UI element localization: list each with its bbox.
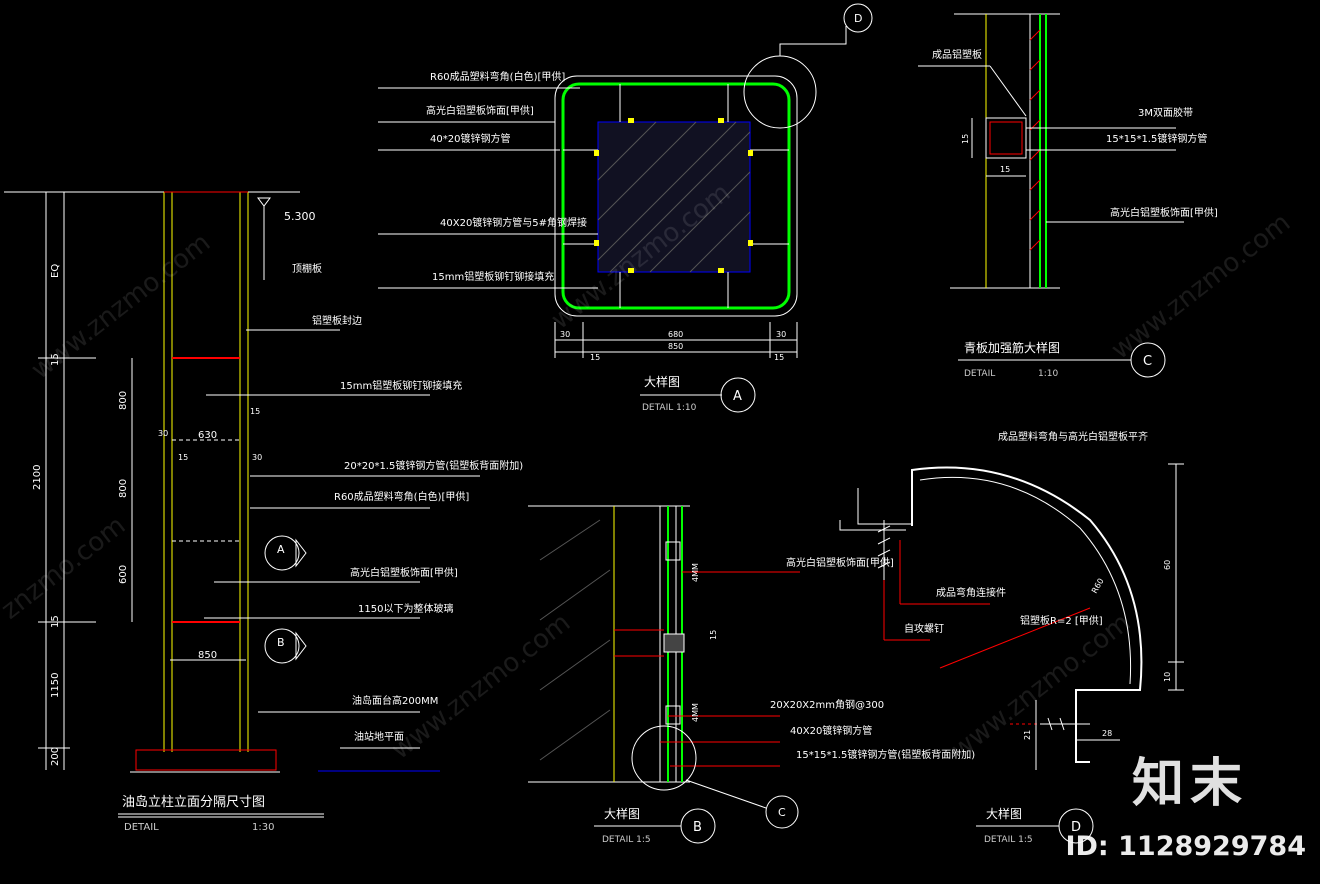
callout-island-height: 油岛面台高200MM bbox=[352, 694, 438, 707]
elevation-dim-15b: 15 bbox=[50, 615, 61, 628]
detail-b-callout-1: 高光白铝塑板饰面[甲供] bbox=[786, 556, 894, 569]
elevation-dim-15d: 15 bbox=[250, 407, 260, 416]
detail-a-section-mark: D bbox=[854, 12, 862, 25]
elevation-dim-30a: 30 bbox=[158, 429, 168, 438]
detail-b-callout-2: 20X20X2mm角钢@300 bbox=[770, 698, 884, 711]
callout-glass: 1150以下为整体玻璃 bbox=[358, 602, 453, 615]
elevation-dim-200: 200 bbox=[50, 747, 61, 766]
detail-c-bubble-label: C bbox=[1143, 354, 1152, 369]
detail-d-callout-3: 自攻螺钉 bbox=[904, 622, 944, 635]
detail-c-callout-4: 高光白铝塑板饰面[甲供] bbox=[1110, 206, 1218, 219]
detail-b-dim-4mm-b: 4MM bbox=[691, 703, 700, 722]
detail-d-dim-21: 21 bbox=[1023, 730, 1032, 740]
detail-d-dim-60: 60 bbox=[1163, 560, 1172, 570]
detail-b-callout-4: 15*15*1.5镀锌钢方管(铝塑板背面附加) bbox=[796, 748, 975, 761]
detail-b-dim-4mm-a: 4MM bbox=[691, 563, 700, 582]
detail-a-bubble-label: A bbox=[733, 389, 742, 404]
bubble-b-label: B bbox=[277, 636, 285, 649]
watermark-site-3: www.znzmo.com bbox=[1106, 208, 1296, 366]
detail-a-callout-3: 40*20镀锌钢方管 bbox=[430, 132, 510, 145]
detail-a-dim-15b: 15 bbox=[774, 353, 784, 362]
detail-d-title: 大样图 bbox=[986, 806, 1022, 821]
detail-c-scale-label: DETAIL bbox=[964, 369, 995, 379]
detail-a-title: 大样图 bbox=[644, 374, 680, 389]
detail-b-callout-3: 40X20镀锌钢方管 bbox=[790, 724, 872, 737]
elevation-scale: 1:30 bbox=[252, 822, 274, 833]
elevation-dim-2100: 2100 bbox=[32, 465, 43, 490]
detail-d-callout-2: 成品弯角连接件 bbox=[936, 586, 1006, 599]
detail-c-labels: 成品铝塑板 3M双面胶带 15*15*1.5镀锌钢方管 高光白铝塑板饰面[甲供]… bbox=[932, 48, 1218, 379]
detail-c-drawing bbox=[918, 13, 1184, 378]
detail-b-dim-15: 15 bbox=[709, 630, 718, 640]
detail-c-callout-3: 15*15*1.5镀锌钢方管 bbox=[1106, 132, 1207, 145]
elevation-dim-1150: 1150 bbox=[50, 673, 61, 698]
detail-c-scale: 1:10 bbox=[1038, 369, 1058, 379]
callout-infill: 15mm铝塑板铆钉铆接填充 bbox=[340, 379, 462, 392]
elevation-title-block: 油岛立柱立面分隔尺寸图 DETAIL 1:30 bbox=[118, 794, 324, 833]
watermark-id: ID: 1128929784 bbox=[1065, 831, 1306, 862]
callout-ceiling: 顶棚板 bbox=[292, 262, 322, 275]
detail-d-callout-1: 成品塑料弯角与高光白铝塑板平齐 bbox=[998, 430, 1148, 443]
watermark-site-6: www.znzmo.com bbox=[946, 608, 1136, 766]
watermark-site-4: znzmo.com bbox=[0, 511, 131, 626]
detail-b-labels: 高光白铝塑板饰面[甲供] 20X20X2mm角钢@300 40X20镀锌钢方管 … bbox=[602, 556, 975, 845]
detail-d-dim-28: 28 bbox=[1102, 729, 1112, 738]
elevation-dim-630: 630 bbox=[198, 430, 217, 441]
bubble-a-label: A bbox=[277, 543, 285, 556]
elevation-dim-15a: 15 bbox=[50, 353, 61, 366]
detail-a-dim-30b: 30 bbox=[776, 330, 786, 339]
detail-b-bubble-label: B bbox=[693, 820, 702, 835]
detail-c-title: 青板加强筋大样图 bbox=[964, 340, 1060, 355]
elevation-dim-800a: 800 bbox=[118, 391, 129, 410]
detail-a-dim-850: 850 bbox=[668, 342, 683, 351]
detail-c-callout-2: 3M双面胶带 bbox=[1138, 106, 1193, 119]
site-watermarks: www.znzmo.com www.znzmo.com www.znzmo.co… bbox=[0, 178, 1296, 766]
detail-d-dim-r60: R60 bbox=[1090, 577, 1106, 595]
detail-d-callout-4: 铝塑板R=2 [甲供] bbox=[1020, 614, 1103, 627]
detail-b-drawing bbox=[528, 505, 800, 844]
detail-a-dim-30a: 30 bbox=[560, 330, 570, 339]
callout-finish: 高光白铝塑板饰面[甲供] bbox=[350, 566, 458, 579]
detail-d-scale: DETAIL 1:5 bbox=[984, 835, 1033, 845]
detail-b-title: 大样图 bbox=[604, 806, 640, 821]
detail-d-drawing bbox=[839, 463, 1184, 844]
callout-edge: 铝塑板封边 bbox=[312, 314, 362, 327]
elevation-scale-label: DETAIL bbox=[124, 822, 159, 833]
detail-a-callout-1: R60成品塑料弯角(白色)[甲供] bbox=[430, 70, 565, 83]
elevation-dim-850: 850 bbox=[198, 650, 217, 661]
detail-a-callout-2: 高光白铝塑板饰面[甲供] bbox=[426, 104, 534, 117]
detail-c-dim-15a: 15 bbox=[961, 134, 970, 144]
callout-steel-tube: 20*20*1.5镀锌钢方管(铝塑板背面附加) bbox=[344, 459, 523, 472]
detail-a-dim-15a: 15 bbox=[590, 353, 600, 362]
elevation-dim-eq: EQ bbox=[50, 264, 61, 278]
level-value: 5.300 bbox=[284, 210, 316, 223]
elevation-title: 油岛立柱立面分隔尺寸图 bbox=[122, 794, 265, 810]
callout-ground: 油站地平面 bbox=[354, 730, 404, 743]
elevation-labels: 5.300 EQ 15 2100 15 1150 200 800 800 600… bbox=[32, 210, 523, 766]
detail-a-labels: R60成品塑料弯角(白色)[甲供] 高光白铝塑板饰面[甲供] 40*20镀锌钢方… bbox=[426, 12, 862, 413]
detail-c-dim-15b: 15 bbox=[1000, 165, 1010, 174]
watermark-site-5: www.znzmo.com bbox=[386, 608, 576, 766]
watermark-logo: 知末 bbox=[1131, 754, 1248, 814]
elevation-dim-800b: 800 bbox=[118, 479, 129, 498]
detail-d-dim-10: 10 bbox=[1163, 672, 1172, 682]
detail-c-callout-1: 成品铝塑板 bbox=[932, 48, 982, 61]
detail-b-scale: DETAIL 1:5 bbox=[602, 835, 651, 845]
detail-a-scale: DETAIL 1:10 bbox=[642, 403, 697, 413]
detail-a-callout-5: 15mm铝塑板铆钉铆接填充 bbox=[432, 270, 554, 283]
detail-b-section-mark: C bbox=[778, 806, 786, 819]
detail-a-dim-680: 680 bbox=[668, 330, 683, 339]
elevation-dim-30b: 30 bbox=[252, 453, 262, 462]
callout-corner: R60成品塑料弯角(白色)[甲供] bbox=[334, 490, 469, 503]
elevation-dim-15c: 15 bbox=[178, 453, 188, 462]
elevation-dim-600: 600 bbox=[118, 565, 129, 584]
detail-a-callout-4: 40X20镀锌钢方管与5#角钢焊接 bbox=[440, 216, 587, 229]
detail-a-drawing bbox=[378, 3, 873, 413]
detail-d-bubble-label: D bbox=[1071, 820, 1081, 835]
detail-d-labels: 成品塑料弯角与高光白铝塑板平齐 成品弯角连接件 自攻螺钉 铝塑板R=2 [甲供]… bbox=[904, 430, 1172, 845]
elevation-drawing bbox=[4, 191, 480, 773]
watermark-site-1: www.znzmo.com bbox=[26, 228, 216, 386]
